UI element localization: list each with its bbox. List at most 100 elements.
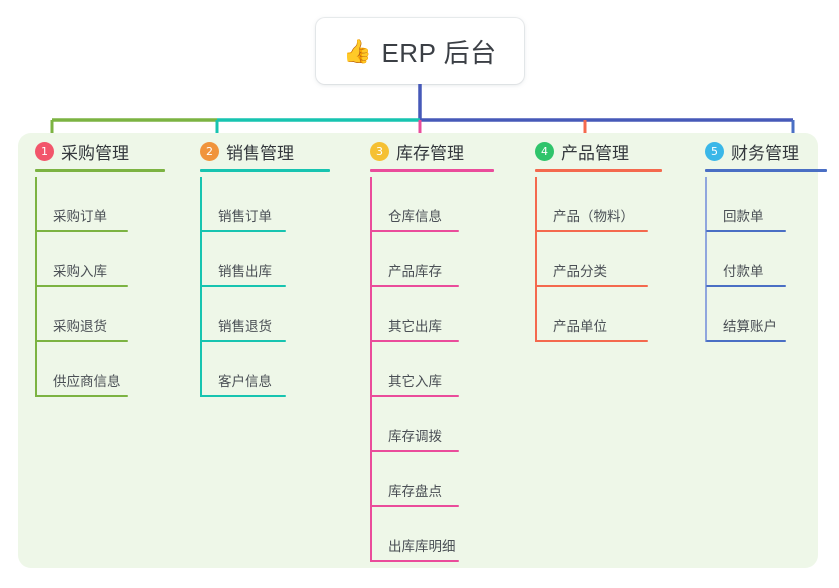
child-node-underline (201, 230, 286, 232)
child-node[interactable]: 客户信息 (183, 342, 294, 397)
branch-column-财务管理: 5 财务管理回款单付款单结算账户 (688, 133, 827, 342)
branch-title: 4 产品管理 (518, 133, 629, 169)
child-node-label: 采购退货 (53, 319, 107, 334)
child-node-label: 产品库存 (388, 264, 442, 279)
child-node-underline (371, 230, 459, 232)
root-node-label: 👍 ERP 后台 (343, 33, 496, 70)
branch-header-财务管理[interactable]: 5 财务管理 (688, 133, 827, 177)
child-node-label: 产品（物料） (553, 209, 634, 224)
child-node[interactable]: 结算账户 (688, 287, 799, 342)
branch-column-采购管理: 1 采购管理采购订单采购入库采购退货供应商信息 (18, 133, 165, 397)
child-node-underline (536, 340, 648, 342)
child-node[interactable]: 销售出库 (183, 232, 294, 287)
child-node-label: 销售订单 (218, 209, 272, 224)
root-node-text: ERP 后台 (381, 37, 497, 68)
child-node-underline (371, 560, 459, 562)
branch-title: 3 库存管理 (353, 133, 464, 169)
child-node-underline (36, 230, 128, 232)
branch-number-badge: 5 (705, 141, 724, 161)
child-node[interactable]: 采购入库 (18, 232, 129, 287)
branch-header-库存管理[interactable]: 3 库存管理 (353, 133, 494, 177)
child-node[interactable]: 采购订单 (18, 177, 129, 232)
child-node[interactable]: 仓库信息 (353, 177, 464, 232)
child-node-label: 其它入库 (388, 374, 442, 389)
child-node-label: 销售出库 (218, 264, 272, 279)
child-node-label: 库存盘点 (388, 484, 442, 499)
child-node-label: 仓库信息 (388, 209, 442, 224)
root-node[interactable]: 👍 ERP 后台 (316, 18, 524, 84)
child-node-label: 客户信息 (218, 374, 272, 389)
branch-label: 库存管理 (396, 143, 464, 163)
child-node[interactable]: 销售订单 (183, 177, 294, 232)
child-node[interactable]: 库存调拨 (353, 397, 464, 452)
child-node-underline (36, 395, 128, 397)
child-node-underline (371, 505, 459, 507)
child-node-underline (36, 340, 128, 342)
child-node[interactable]: 供应商信息 (18, 342, 129, 397)
branch-children: 采购订单采购入库采购退货供应商信息 (18, 177, 129, 397)
child-node-underline (201, 340, 286, 342)
child-node[interactable]: 回款单 (688, 177, 799, 232)
child-node-label: 供应商信息 (53, 374, 121, 389)
branch-label: 销售管理 (226, 143, 294, 163)
child-node-underline (706, 230, 786, 232)
branch-label: 产品管理 (561, 143, 629, 163)
branch-spine-connector (370, 177, 372, 562)
branch-underline (370, 169, 494, 172)
branch-column-产品管理: 4 产品管理产品（物料） 产品分类产品单位 (518, 133, 662, 342)
child-node-label: 付款单 (723, 264, 764, 279)
branch-spine-connector (200, 177, 202, 397)
child-node-underline (536, 285, 648, 287)
child-node[interactable]: 库存盘点 (353, 452, 464, 507)
child-node-label: 产品单位 (553, 319, 607, 334)
child-node[interactable]: 销售退货 (183, 287, 294, 342)
child-node-underline (371, 285, 459, 287)
child-node-label: 产品分类 (553, 264, 607, 279)
branch-number-badge: 4 (535, 141, 554, 161)
branch-spine-connector (35, 177, 37, 397)
branch-label: 采购管理 (61, 143, 129, 163)
child-node-underline (36, 285, 128, 287)
branch-number-badge: 3 (370, 141, 389, 161)
child-node[interactable]: 采购退货 (18, 287, 129, 342)
child-node[interactable]: 其它出库 (353, 287, 464, 342)
branch-spine-connector (535, 177, 537, 342)
branch-underline (200, 169, 330, 172)
branch-label: 财务管理 (731, 143, 799, 163)
branch-children: 销售订单销售出库销售退货客户信息 (183, 177, 294, 397)
child-node-label: 销售退货 (218, 319, 272, 334)
child-node-underline (201, 395, 286, 397)
child-node-underline (371, 450, 459, 452)
child-node[interactable]: 付款单 (688, 232, 799, 287)
child-node-label: 结算账户 (723, 319, 777, 334)
branches-panel (18, 133, 818, 568)
child-node-underline (706, 285, 786, 287)
child-node-underline (201, 285, 286, 287)
branch-number-badge: 1 (35, 141, 54, 161)
branch-title: 5 财务管理 (688, 133, 799, 169)
branch-column-库存管理: 3 库存管理仓库信息产品库存其它出库其它入库库存调拨库存盘点出库库明细 (353, 133, 494, 562)
child-node-label: 采购订单 (53, 209, 107, 224)
branch-underline (705, 169, 827, 172)
child-node-label: 库存调拨 (388, 429, 442, 444)
branch-title: 1 采购管理 (18, 133, 129, 169)
branch-children: 产品（物料） 产品分类产品单位 (518, 177, 648, 342)
branch-underline (535, 169, 662, 172)
child-node[interactable]: 产品库存 (353, 232, 464, 287)
child-node[interactable]: 产品分类 (518, 232, 648, 287)
branch-header-产品管理[interactable]: 4 产品管理 (518, 133, 662, 177)
child-node[interactable]: 出库库明细 (353, 507, 464, 562)
branch-children: 回款单付款单结算账户 (688, 177, 799, 342)
child-node[interactable]: 产品单位 (518, 287, 648, 342)
child-node[interactable]: 其它入库 (353, 342, 464, 397)
branch-spine-connector (705, 177, 707, 342)
child-node-underline (706, 340, 786, 342)
child-node[interactable]: 产品（物料） (518, 177, 648, 232)
child-node-label: 回款单 (723, 209, 764, 224)
branch-header-采购管理[interactable]: 1 采购管理 (18, 133, 165, 177)
child-node-underline (371, 340, 459, 342)
